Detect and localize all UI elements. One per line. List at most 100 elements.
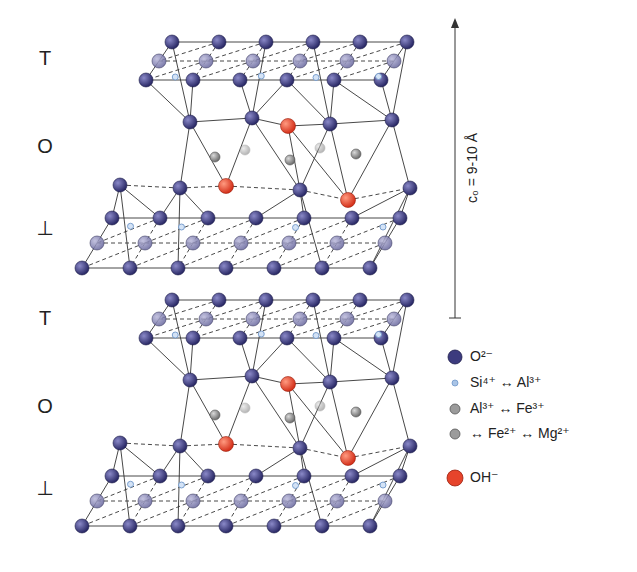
oxygen-atom-back [340, 54, 354, 68]
octahedron-edge [252, 118, 300, 190]
repeat-arrow [449, 18, 461, 318]
oxygen-atom [267, 261, 281, 275]
oxygen-atom-back [282, 236, 296, 250]
octahedron-edge [180, 122, 190, 188]
octahedron-edge [348, 188, 410, 200]
tot-layer [75, 293, 417, 533]
oxygen-atom [183, 115, 197, 129]
hydroxyl-atom [281, 377, 296, 392]
oxygen-atom [173, 181, 187, 195]
oxygen-atom [345, 469, 359, 483]
tetrahedron-edge [300, 448, 322, 526]
oxygen-atom-back [246, 54, 260, 68]
legend-text: Al³⁺ ↔ Fe³⁺ [470, 401, 545, 416]
tetrahedral-cation [376, 74, 382, 80]
tetrahedron-edge [370, 188, 410, 268]
oxygen-atom [315, 261, 329, 275]
oxygen-atom-back [340, 312, 354, 326]
octahedron-edge [120, 185, 180, 188]
oxygen-atom [245, 369, 259, 383]
sheet-label: O [37, 135, 53, 157]
octahedron-edge [226, 186, 300, 190]
octahedron-edge [190, 376, 252, 380]
atoms [75, 35, 417, 275]
oxygen-atom [173, 439, 187, 453]
oxygen-atom [353, 35, 367, 49]
octahedron-edge [300, 382, 330, 448]
hydroxyl-atom [341, 451, 356, 466]
tetrahedral-cation [313, 333, 319, 339]
legend-swatch [445, 399, 465, 419]
oxygen-atom-back [293, 54, 307, 68]
tetrahedral-cation [258, 73, 264, 79]
tetrahedron-edge [252, 300, 266, 376]
oxygen-atom [327, 73, 341, 87]
tetrahedral-cation [128, 223, 134, 229]
oxygen-atom [233, 331, 247, 345]
tetrahedron-edge [252, 80, 287, 118]
oxygen-atom [403, 439, 417, 453]
tetrahedral-cation [179, 224, 185, 230]
hydroxyl-atom [219, 437, 234, 452]
tetrahedron-edge [287, 80, 330, 124]
octahedron-edge [330, 378, 392, 382]
hydroxyl-atom [219, 179, 234, 194]
sheet-label: T [39, 307, 51, 329]
oxygen-atom [165, 293, 179, 307]
tetrahedral-cation [380, 482, 386, 488]
legend-text: OH⁻ [470, 470, 498, 485]
oxygen-atom-back [282, 494, 296, 508]
octahedron-edge [348, 120, 392, 200]
legend-swatch-dot [450, 404, 460, 414]
tetrahedral-cation [258, 331, 264, 337]
oxygen-atom-back [152, 312, 166, 326]
oxygen-atom [201, 469, 215, 483]
octahedron-edge [252, 376, 300, 448]
legend-swatch-dot [448, 350, 462, 364]
tetrahedron-edge [256, 448, 300, 476]
tetrahedron-edge [300, 190, 322, 268]
tetrahedron-edge [146, 80, 190, 122]
octahedron-edge [120, 443, 180, 446]
oxygen-atom-back [138, 236, 152, 250]
oxygen-atom-back [90, 494, 104, 508]
octahedral-cation-back [315, 401, 325, 411]
oxygen-atom [297, 211, 311, 225]
octahedral-cation-back [240, 145, 250, 155]
tetrahedral-cation [128, 481, 134, 487]
tetrahedral-cation [172, 74, 178, 80]
oxygen-atom-back [199, 54, 213, 68]
oxygen-atom [75, 519, 89, 533]
octahedron-edge [190, 122, 226, 186]
oxygen-atom-back [246, 312, 260, 326]
oxygen-atom [259, 35, 273, 49]
oxygen-atom-back [378, 494, 392, 508]
octahedron-edge [226, 444, 300, 448]
oxygen-atom [267, 519, 281, 533]
oxygen-atom [219, 519, 233, 533]
octahedral-cation [285, 413, 295, 423]
arrow-head [451, 18, 459, 28]
tetrahedron-edge [252, 338, 287, 376]
oxygen-atom [153, 211, 167, 225]
tetrahedral-cation [313, 75, 319, 81]
oxygen-atom-back [186, 236, 200, 250]
legend-swatch [445, 424, 465, 444]
tetrahedral-cation [293, 483, 299, 489]
legend-text: ↔ Fe²⁺ ↔ Mg²⁺ [470, 426, 570, 441]
atoms [75, 293, 417, 533]
tetrahedral-cation [172, 332, 178, 338]
octahedral-cation [285, 155, 295, 165]
oxygen-atom-back [330, 494, 344, 508]
oxygen-atom [123, 261, 137, 275]
octahedron-edge [330, 382, 348, 458]
octahedron-edge [190, 380, 226, 444]
tetrahedron-edge [392, 42, 407, 120]
oxygen-atom [259, 293, 273, 307]
oxygen-atom [345, 211, 359, 225]
hydroxyl-atom [281, 119, 296, 134]
oxygen-atom [374, 73, 388, 87]
oxygen-atom [293, 183, 307, 197]
